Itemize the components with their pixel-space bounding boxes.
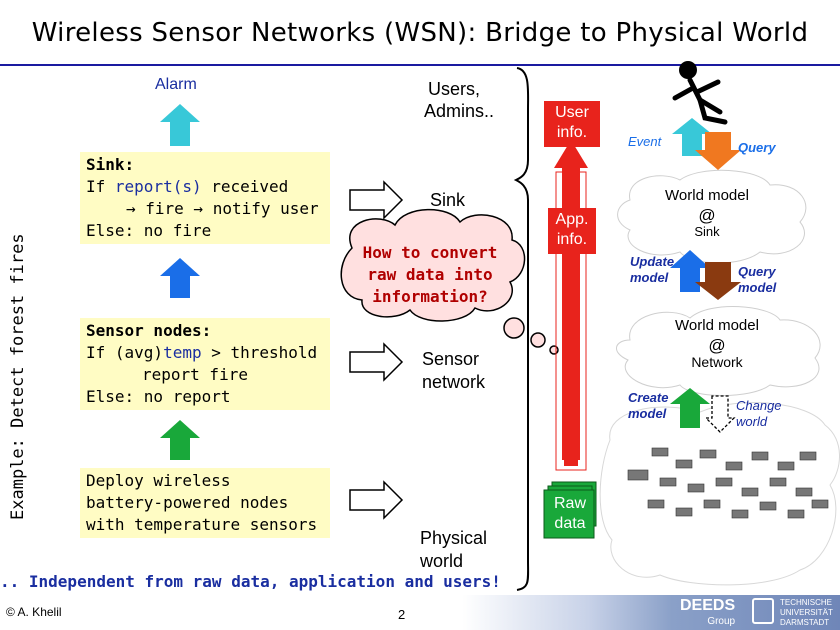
event-up-arrow xyxy=(672,118,712,156)
sensor-else-line: Else: no report xyxy=(86,387,231,406)
deploy-line-1: Deploy wireless xyxy=(86,471,231,490)
sensor-condition-line: If (avg)temp > threshold xyxy=(86,343,318,362)
sensor-action-line: report fire xyxy=(142,365,248,384)
sensor-network-label: Sensor network xyxy=(422,349,486,392)
raw-data-stack xyxy=(543,481,597,539)
title-rule xyxy=(0,64,840,66)
page-title: Wireless Sensor Networks (WSN): Bridge t… xyxy=(31,18,809,48)
deeds-logo: DEEDS Group xyxy=(680,597,736,628)
change-world-down-arrow xyxy=(704,395,736,433)
sink-label: Sink xyxy=(430,190,466,210)
sink-else-line: Else: no fire xyxy=(86,221,212,240)
world-model-network: World model @ Network xyxy=(675,317,759,370)
sensor-up-arrow xyxy=(160,258,200,298)
page-number: 2 xyxy=(398,607,406,622)
change-world-label: Change world xyxy=(736,398,782,429)
deploy-up-arrow xyxy=(160,420,200,460)
independence-statement: .. Independent from raw data, applicatio… xyxy=(0,572,501,591)
sink-rule-box: Sink: If report(s) received → fire → not… xyxy=(80,152,330,244)
create-model-label: Create model xyxy=(628,390,669,421)
thought-cloud xyxy=(340,208,559,355)
sensor-nodes-field xyxy=(627,447,829,519)
sink-right-arrow xyxy=(349,180,404,220)
raw-data-label: Raw data xyxy=(553,495,586,532)
physical-world-label: Physical world xyxy=(420,528,488,571)
query-down-arrow xyxy=(695,132,741,170)
info-red-arrow xyxy=(554,140,588,471)
create-model-up-arrow xyxy=(670,388,710,428)
sink-action-line: → fire → notify user xyxy=(126,199,319,218)
deploy-box: Deploy wireless battery-powered nodes wi… xyxy=(80,468,330,538)
alarm-up-arrow xyxy=(160,104,200,146)
stick-figure-user xyxy=(672,61,728,125)
footer-author: © A. Khelil xyxy=(6,605,62,619)
deploy-right-arrow xyxy=(349,480,404,520)
deploy-line-2: battery-powered nodes xyxy=(86,493,289,512)
tu-darmstadt-logo: TECHNISCHE UNIVERSITÄT DARMSTADT xyxy=(780,598,833,627)
sink-condition-line: If report(s) received xyxy=(86,177,289,196)
users-admins-label: Users, Admins.. xyxy=(424,79,495,121)
alarm-label: Alarm xyxy=(155,76,197,93)
user-info-box: User info. xyxy=(544,101,600,147)
tu-emblem xyxy=(752,598,774,624)
sink-heading: Sink: xyxy=(86,155,135,174)
world-model-sink: World model @ Sink xyxy=(665,187,749,239)
app-info-box: App. info. xyxy=(548,208,596,254)
event-label: Event xyxy=(628,134,662,149)
sensor-right-arrow xyxy=(349,342,404,382)
curly-brace xyxy=(513,67,530,591)
deploy-line-3: with temperature sensors xyxy=(86,515,318,534)
sensor-heading: Sensor nodes: xyxy=(86,321,212,340)
query-model-down-arrow xyxy=(695,262,741,300)
right-cloud-sink xyxy=(617,169,807,264)
update-model-up-arrow xyxy=(670,250,710,292)
sensor-rule-box: Sensor nodes: If (avg)temp > threshold r… xyxy=(80,318,330,410)
footer-bar xyxy=(0,595,840,630)
right-cloud-network xyxy=(616,305,821,396)
cloud-question: How to convert raw data into information… xyxy=(362,243,498,306)
query-label: Query xyxy=(738,140,776,155)
update-model-label: Update model xyxy=(630,254,675,285)
query-model-label: Query model xyxy=(738,264,777,295)
